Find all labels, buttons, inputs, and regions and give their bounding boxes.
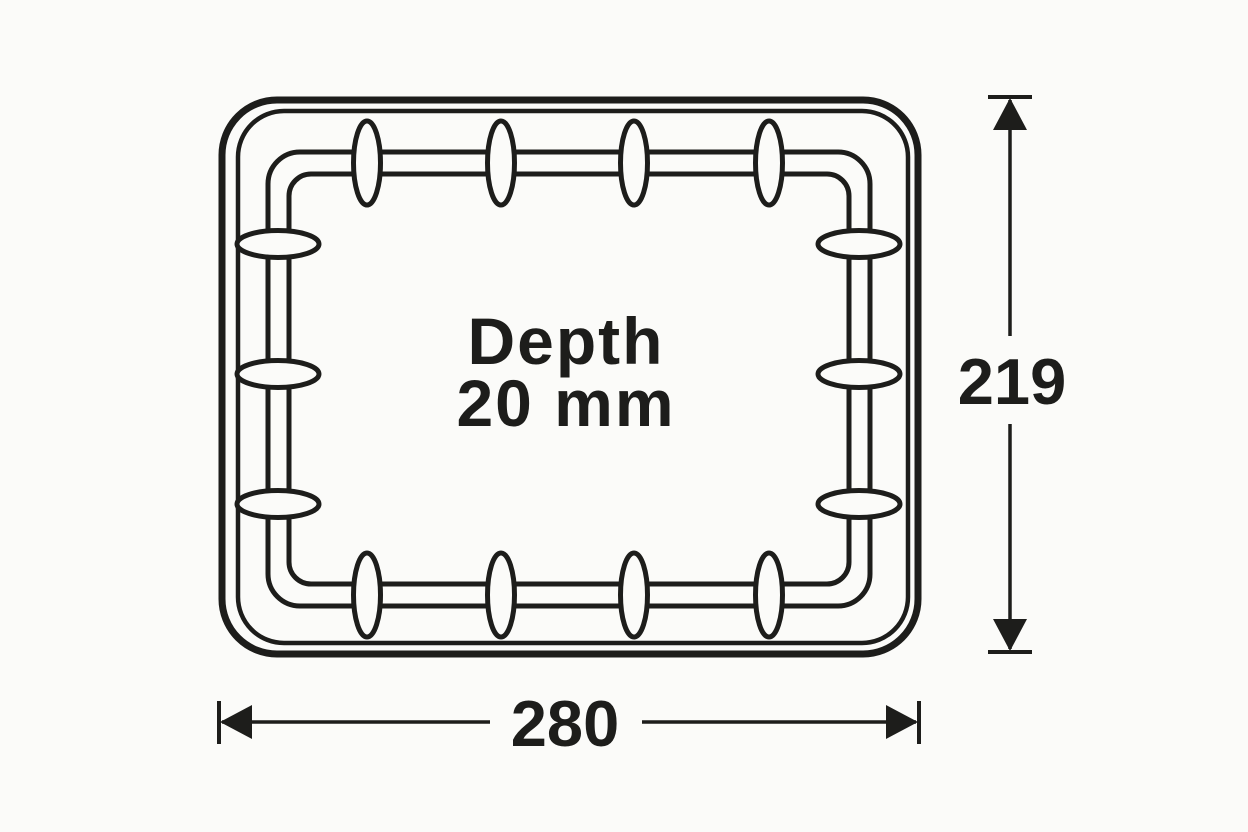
fastener-ovals-bottom bbox=[351, 550, 785, 640]
arrow-up-icon bbox=[993, 98, 1027, 130]
depth-label-line1: Depth bbox=[468, 304, 665, 378]
fastener-oval bbox=[234, 228, 322, 260]
fastener-oval bbox=[234, 488, 322, 520]
hatch-frame bbox=[218, 96, 922, 658]
fastener-oval bbox=[753, 118, 785, 208]
fastener-oval bbox=[815, 488, 903, 520]
fastener-oval bbox=[351, 550, 383, 640]
height-dimension: 219 bbox=[958, 95, 1066, 654]
depth-label-line2: 20 mm bbox=[456, 366, 675, 440]
fastener-oval bbox=[351, 118, 383, 208]
fastener-oval bbox=[753, 550, 785, 640]
frame-outer-edge-line bbox=[218, 96, 922, 658]
arrow-right-icon bbox=[886, 705, 918, 739]
fastener-oval bbox=[618, 118, 650, 208]
depth-label: Depth 20 mm bbox=[456, 304, 675, 440]
fastener-oval bbox=[618, 550, 650, 640]
fastener-ovals-top bbox=[351, 118, 785, 208]
fastener-oval bbox=[815, 228, 903, 260]
fastener-ovals-right bbox=[815, 228, 903, 520]
arrow-down-icon bbox=[993, 619, 1027, 651]
fastener-oval bbox=[485, 118, 517, 208]
arrow-left-icon bbox=[220, 705, 252, 739]
width-dimension: 280 bbox=[217, 687, 921, 760]
width-dimension-value: 280 bbox=[511, 687, 619, 760]
fastener-ovals-left bbox=[234, 228, 322, 520]
height-dimension-value: 219 bbox=[958, 345, 1066, 418]
fastener-oval bbox=[234, 358, 322, 390]
fastener-oval bbox=[815, 358, 903, 390]
fastener-oval bbox=[485, 550, 517, 640]
